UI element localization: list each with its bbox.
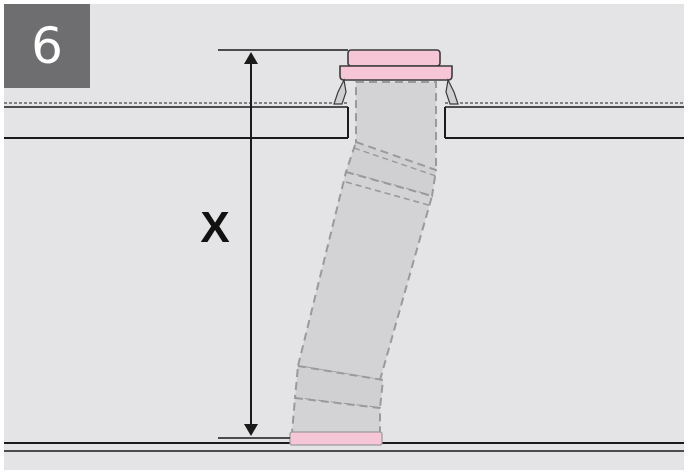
top-flange	[333, 49, 459, 105]
right-seal-clip	[445, 78, 459, 105]
step-number-badge: 6	[4, 4, 90, 88]
pipe-lower-elbow	[293, 364, 385, 410]
left-seal-clip	[333, 78, 347, 105]
dimension-x	[218, 49, 348, 439]
dimension-label: X	[200, 203, 230, 252]
bottom-flange	[289, 431, 383, 446]
ceiling-slab	[4, 102, 684, 139]
